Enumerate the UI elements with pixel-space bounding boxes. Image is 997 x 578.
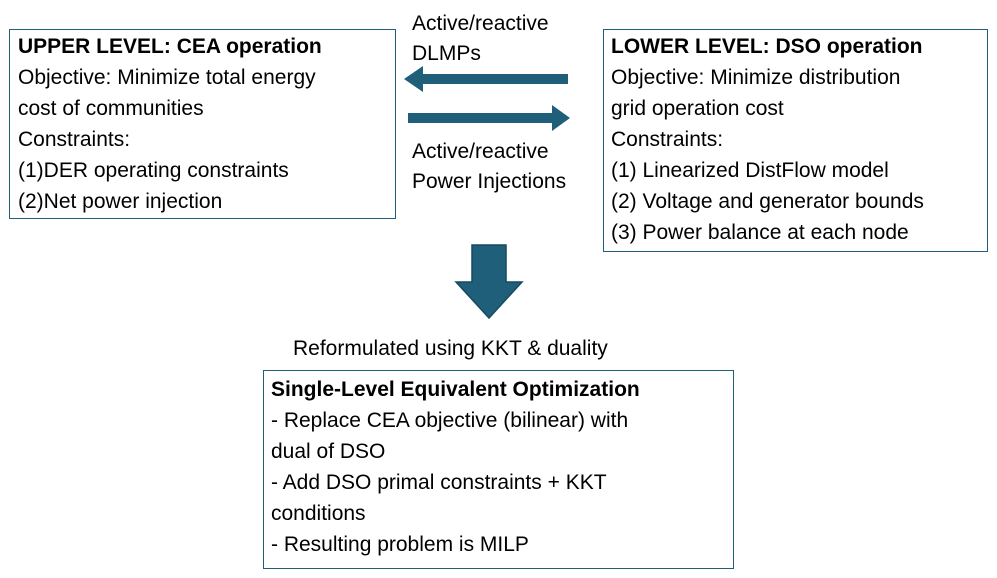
upper-level-title: UPPER LEVEL: CEA operation <box>18 35 322 58</box>
dlmps-label-line: DLMPs <box>412 42 481 65</box>
lower-level-box: LOWER LEVEL: DSO operation Objective: Mi… <box>603 29 988 252</box>
dlmps-arrow-label: Active/reactive DLMPs <box>412 9 549 69</box>
upper-level-line: (1)DER operating constraints <box>18 159 289 182</box>
single-level-line: conditions <box>271 502 366 525</box>
lower-level-title: LOWER LEVEL: DSO operation <box>611 35 923 58</box>
single-level-title: Single-Level Equivalent Optimization <box>271 378 640 401</box>
lower-level-line: (2) Voltage and generator bounds <box>611 190 924 213</box>
upper-level-box: UPPER LEVEL: CEA operation Objective: Mi… <box>9 29 396 219</box>
injections-label-line: Active/reactive <box>412 140 549 163</box>
lower-level-line: (1) Linearized DistFlow model <box>611 159 889 182</box>
upper-level-line: cost of communities <box>18 97 204 120</box>
arrow-left-dlmps <box>404 66 568 92</box>
single-level-line: dual of DSO <box>271 440 386 463</box>
arrow-down-reformulate <box>454 244 524 320</box>
lower-level-line: grid operation cost <box>611 97 784 120</box>
lower-level-line: Constraints: <box>611 128 724 151</box>
reformulation-label: Reformulated using KKT & duality <box>293 337 608 360</box>
lower-level-line: Objective: Minimize distribution <box>611 66 901 89</box>
single-level-line: - Add DSO primal constraints + KKT <box>271 471 607 494</box>
upper-level-line: Objective: Minimize total energy <box>18 66 316 89</box>
injections-arrow-label: Active/reactive Power Injections <box>412 137 566 197</box>
arrow-right-injections <box>408 105 570 131</box>
dlmps-label-line: Active/reactive <box>412 12 549 35</box>
injections-label-line: Power Injections <box>412 170 567 193</box>
single-level-box: Single-Level Equivalent Optimization - R… <box>263 370 734 569</box>
lower-level-line: (3) Power balance at each node <box>611 221 909 244</box>
upper-level-line: Constraints: <box>18 128 131 151</box>
single-level-line: - Resulting problem is MILP <box>271 533 529 556</box>
single-level-line: - Replace CEA objective (bilinear) with <box>271 409 629 432</box>
upper-level-line: (2)Net power injection <box>18 190 223 213</box>
